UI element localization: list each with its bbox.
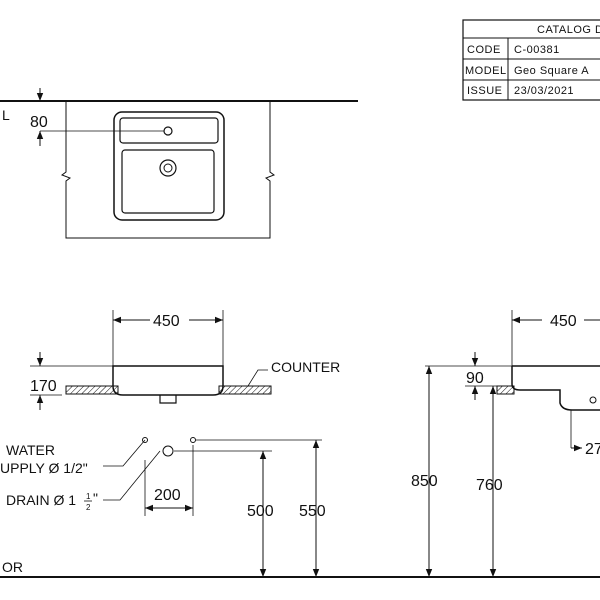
supply-point-left-icon	[142, 437, 148, 443]
side-drain-icon	[589, 396, 597, 404]
title-block: CATALOG D CODE C-00381 MODEL Geo Square …	[462, 19, 600, 101]
supply-point-right-icon	[190, 437, 196, 443]
side-counter	[496, 385, 515, 395]
model-value: Geo Square A	[514, 65, 589, 77]
title-block-heading: CATALOG D	[537, 24, 600, 36]
issue-key: ISSUE	[467, 85, 503, 97]
tap-deck	[119, 117, 219, 144]
side-basin	[511, 365, 600, 411]
basin-bowl	[121, 149, 215, 214]
counter-outline	[60, 101, 276, 239]
dim-side-partial: 27	[585, 441, 600, 458]
drain-point-icon	[162, 445, 174, 457]
code-value: C-00381	[514, 44, 560, 56]
dim-front-450: 450	[153, 313, 180, 330]
dim-side-450: 450	[550, 313, 577, 330]
waste-fitting	[159, 395, 177, 404]
water-label: WATER	[6, 442, 55, 458]
model-key: MODEL	[465, 65, 507, 77]
dim-200: 200	[154, 487, 181, 504]
dim-80: 80	[30, 114, 48, 131]
counter-label: COUNTER	[271, 359, 340, 375]
issue-value: 23/03/2021	[514, 85, 574, 97]
dim-500: 500	[247, 503, 274, 520]
front-basin	[112, 365, 224, 396]
drain-outer-icon	[159, 159, 177, 177]
drain-label: DRAIN Ø 1	[6, 492, 76, 508]
dim-850: 850	[411, 473, 438, 490]
dim-90: 90	[466, 370, 484, 387]
floor-label: OR	[2, 559, 23, 575]
drain-fraction-den: 2	[86, 503, 91, 512]
dim-550: 550	[299, 503, 326, 520]
tap-hole-icon	[163, 126, 173, 136]
front-view: 450 COUNTER 170 WATER UPPLY Ø 1/2" DRAIN…	[0, 310, 340, 577]
dim-170: 170	[30, 378, 57, 395]
counter-left	[65, 385, 119, 395]
code-key: CODE	[467, 44, 501, 56]
wall-label-fragment: L	[2, 107, 10, 123]
dim-760: 760	[476, 477, 503, 494]
counter-right	[218, 385, 272, 395]
drain-inch-mark: "	[93, 490, 98, 506]
basin-outer	[113, 111, 225, 221]
drain-fraction-num: 1	[86, 492, 91, 501]
plan-view: L 80	[0, 88, 358, 239]
side-view: 450 90 850 760 27	[411, 310, 600, 577]
supply-label: UPPLY Ø 1/2"	[0, 460, 88, 476]
drain-inner-icon	[163, 163, 173, 173]
